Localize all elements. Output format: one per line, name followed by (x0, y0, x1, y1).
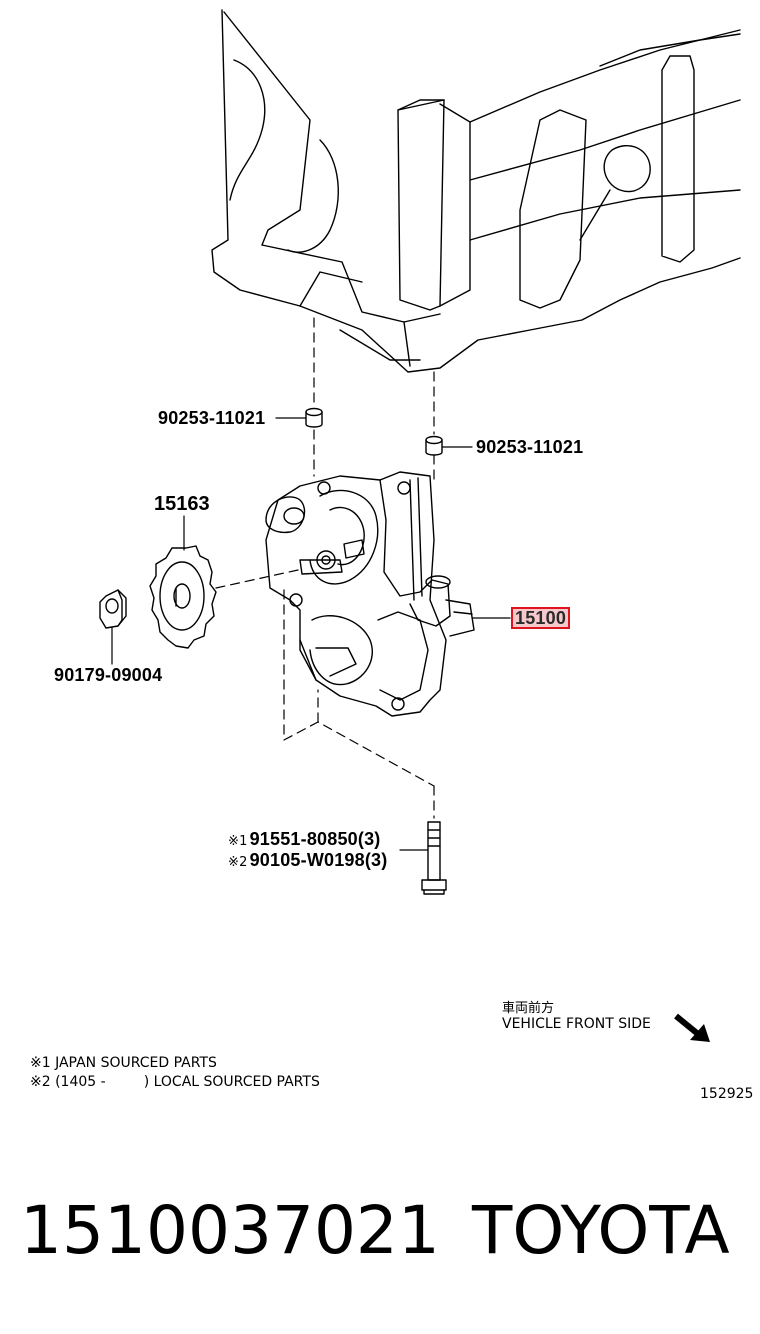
part-label-pump-highlighted[interactable]: 15100 (511, 607, 571, 629)
note-local-sourced-prefix: ※2 (1405 - (30, 1074, 106, 1090)
arrow-down-right-icon (674, 1013, 710, 1042)
front-side-label-english: VEHICLE FRONT SIDE (502, 1016, 651, 1032)
oil-pump-icon (265, 471, 475, 717)
leader-lines (111, 417, 511, 851)
note-local-sourced: ※2 (1405 - ) LOCAL SOURCED PARTS (30, 1074, 320, 1090)
japan-sourced-mark: ※1 (228, 834, 248, 849)
part-label-bolt-2[interactable]: 90105-W0198(3) (249, 850, 388, 870)
alignment-lines (215, 317, 435, 819)
collar-left-icon (305, 407, 323, 428)
engine-block (211, 9, 741, 373)
gear-icon (149, 545, 217, 649)
bolt-icon (421, 821, 447, 895)
part-label-collar-left[interactable]: 90253-11021 (158, 408, 266, 428)
front-side-label-japanese: 車両前方 (502, 1001, 555, 1016)
note-local-sourced-suffix: ) LOCAL SOURCED PARTS (143, 1074, 320, 1090)
part-label-nut[interactable]: 90179-09004 (54, 665, 163, 685)
part-label-collar-right[interactable]: 90253-11021 (476, 437, 584, 457)
footer-part-number: 1510037021 (20, 1192, 440, 1269)
part-label-bolt-1[interactable]: 91551-80850(3) (249, 829, 381, 849)
collar-right-icon (425, 435, 443, 456)
part-label-gear[interactable]: 15163 (154, 493, 210, 515)
note-japan-sourced: ※1 JAPAN SOURCED PARTS (30, 1055, 217, 1071)
footer-brand: TOYOTA (472, 1192, 730, 1269)
nut-icon (99, 589, 127, 629)
local-sourced-mark: ※2 (228, 855, 248, 870)
diagram-id: 152925 (700, 1086, 754, 1102)
